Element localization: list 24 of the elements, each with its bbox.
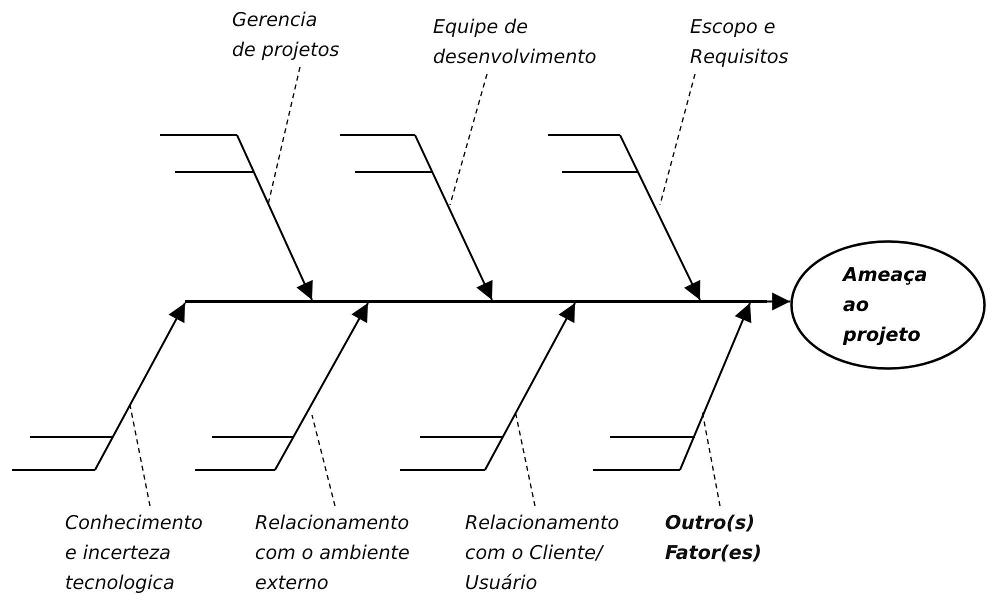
category-label: Gerencia de projetos xyxy=(232,5,340,65)
leader-line xyxy=(701,410,721,506)
category-label: Escopo e Requisitos xyxy=(690,12,810,72)
category-label: Conhecimento e incerteza tecnologica xyxy=(65,508,213,598)
category-label: Relacionamento com o Cliente/ Usuário xyxy=(465,508,643,598)
bone-arrow xyxy=(274,302,369,470)
bone-arrow xyxy=(484,302,576,470)
category-label: Equipe de desenvolvimento xyxy=(433,12,648,72)
bone-arrow xyxy=(619,134,701,300)
leader-line xyxy=(311,414,336,506)
category-label: Relacionamento com o ambiente externo xyxy=(255,508,430,598)
bone-arrow xyxy=(679,302,752,470)
effect-ellipse xyxy=(790,240,986,370)
spine-arrow xyxy=(767,292,790,310)
leader-line xyxy=(129,404,151,506)
bone-arrow xyxy=(236,134,313,300)
spine-line xyxy=(185,300,767,303)
leader-line xyxy=(659,74,696,206)
effect-label: Ameaça ao projeto xyxy=(843,263,928,348)
leader-line xyxy=(449,74,488,206)
leader-line xyxy=(267,66,301,206)
bone-arrow xyxy=(94,302,186,470)
bone-arrow xyxy=(414,134,493,300)
category-label: Outro(s) Fator(es) xyxy=(665,508,785,568)
